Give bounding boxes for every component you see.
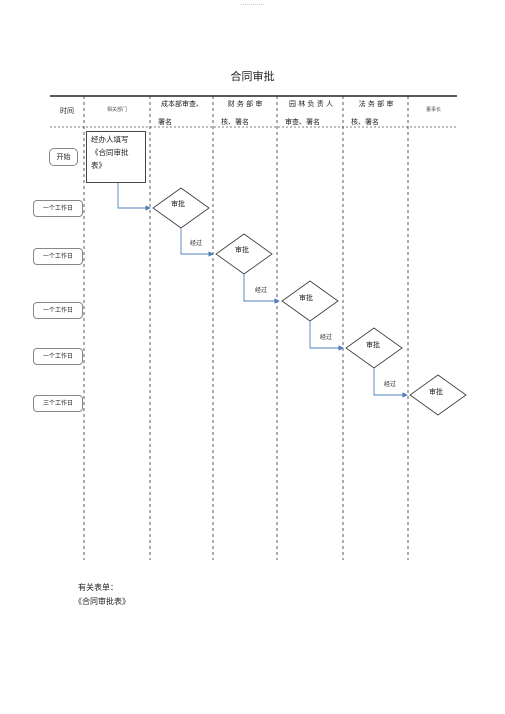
start-node: 开始	[49, 148, 78, 166]
forms-item: 《合同审批表》	[74, 597, 130, 606]
column-header-line: 审查、署名	[285, 118, 320, 126]
edge-label: 经过	[255, 287, 268, 294]
column-header-line: 相关部门	[106, 107, 127, 113]
flow-arrow	[180, 228, 214, 257]
flow-arrow	[373, 368, 408, 398]
process-line: 经办人填写	[91, 135, 129, 144]
column-header-line: 核、署名	[221, 118, 249, 126]
page-header: …………	[240, 0, 265, 7]
column-header-legal: 法 务 部 审 核、署名	[345, 95, 407, 131]
flow-arrow	[117, 183, 151, 211]
process-line: 表》	[91, 161, 106, 170]
column-header-finance: 财 务 部 审 核、署名	[215, 95, 275, 131]
column-header-chair: 董事长	[410, 106, 457, 115]
edge-label: 经过	[384, 381, 397, 388]
decision-label: 审批	[366, 341, 380, 349]
decision-diamond	[409, 374, 467, 416]
column-header-dept: 相关部门	[86, 106, 148, 115]
decision-label: 审批	[171, 200, 185, 208]
time-label: 一个工作日	[33, 200, 83, 217]
column-header-line: 园 林 负 责 人	[289, 100, 333, 108]
time-label: 一个工作日	[33, 248, 83, 265]
column-header-time: 时间	[50, 102, 84, 120]
column-header-line: 时间	[60, 107, 74, 115]
column-header-cost: 成本部审查、 署名	[152, 95, 212, 131]
column-header-line: 法 务 部 审	[358, 100, 394, 108]
process-box: 经办人填写 《合同审批 表》	[86, 131, 146, 183]
column-header-line: 核、署名	[351, 118, 379, 126]
decision-label: 审批	[235, 246, 249, 254]
edge-label: 经过	[320, 334, 333, 341]
lane-dividers	[83, 96, 409, 560]
column-header-line: 董事长	[425, 107, 441, 113]
forms-heading: 有关表单：	[78, 583, 118, 592]
decision-label: 审批	[299, 294, 313, 302]
page-title: 合同审批	[230, 70, 275, 83]
decision-label: 审批	[429, 388, 443, 396]
flow-arrow	[243, 274, 280, 304]
time-label: 三个工作日	[33, 395, 83, 412]
flow-arrow	[309, 321, 344, 351]
edge-label: 经过	[190, 240, 203, 247]
time-label: 一个工作日	[33, 302, 83, 319]
column-header-line: 财 务 部 审	[227, 100, 263, 108]
column-header-garden: 园 林 负 责 人 审查、署名	[279, 95, 343, 131]
time-label: 一个工作日	[33, 348, 83, 365]
column-header-line: 署名	[158, 118, 172, 126]
column-header-line: 成本部审查、	[161, 100, 203, 108]
process-line: 《合同审批	[91, 148, 129, 157]
